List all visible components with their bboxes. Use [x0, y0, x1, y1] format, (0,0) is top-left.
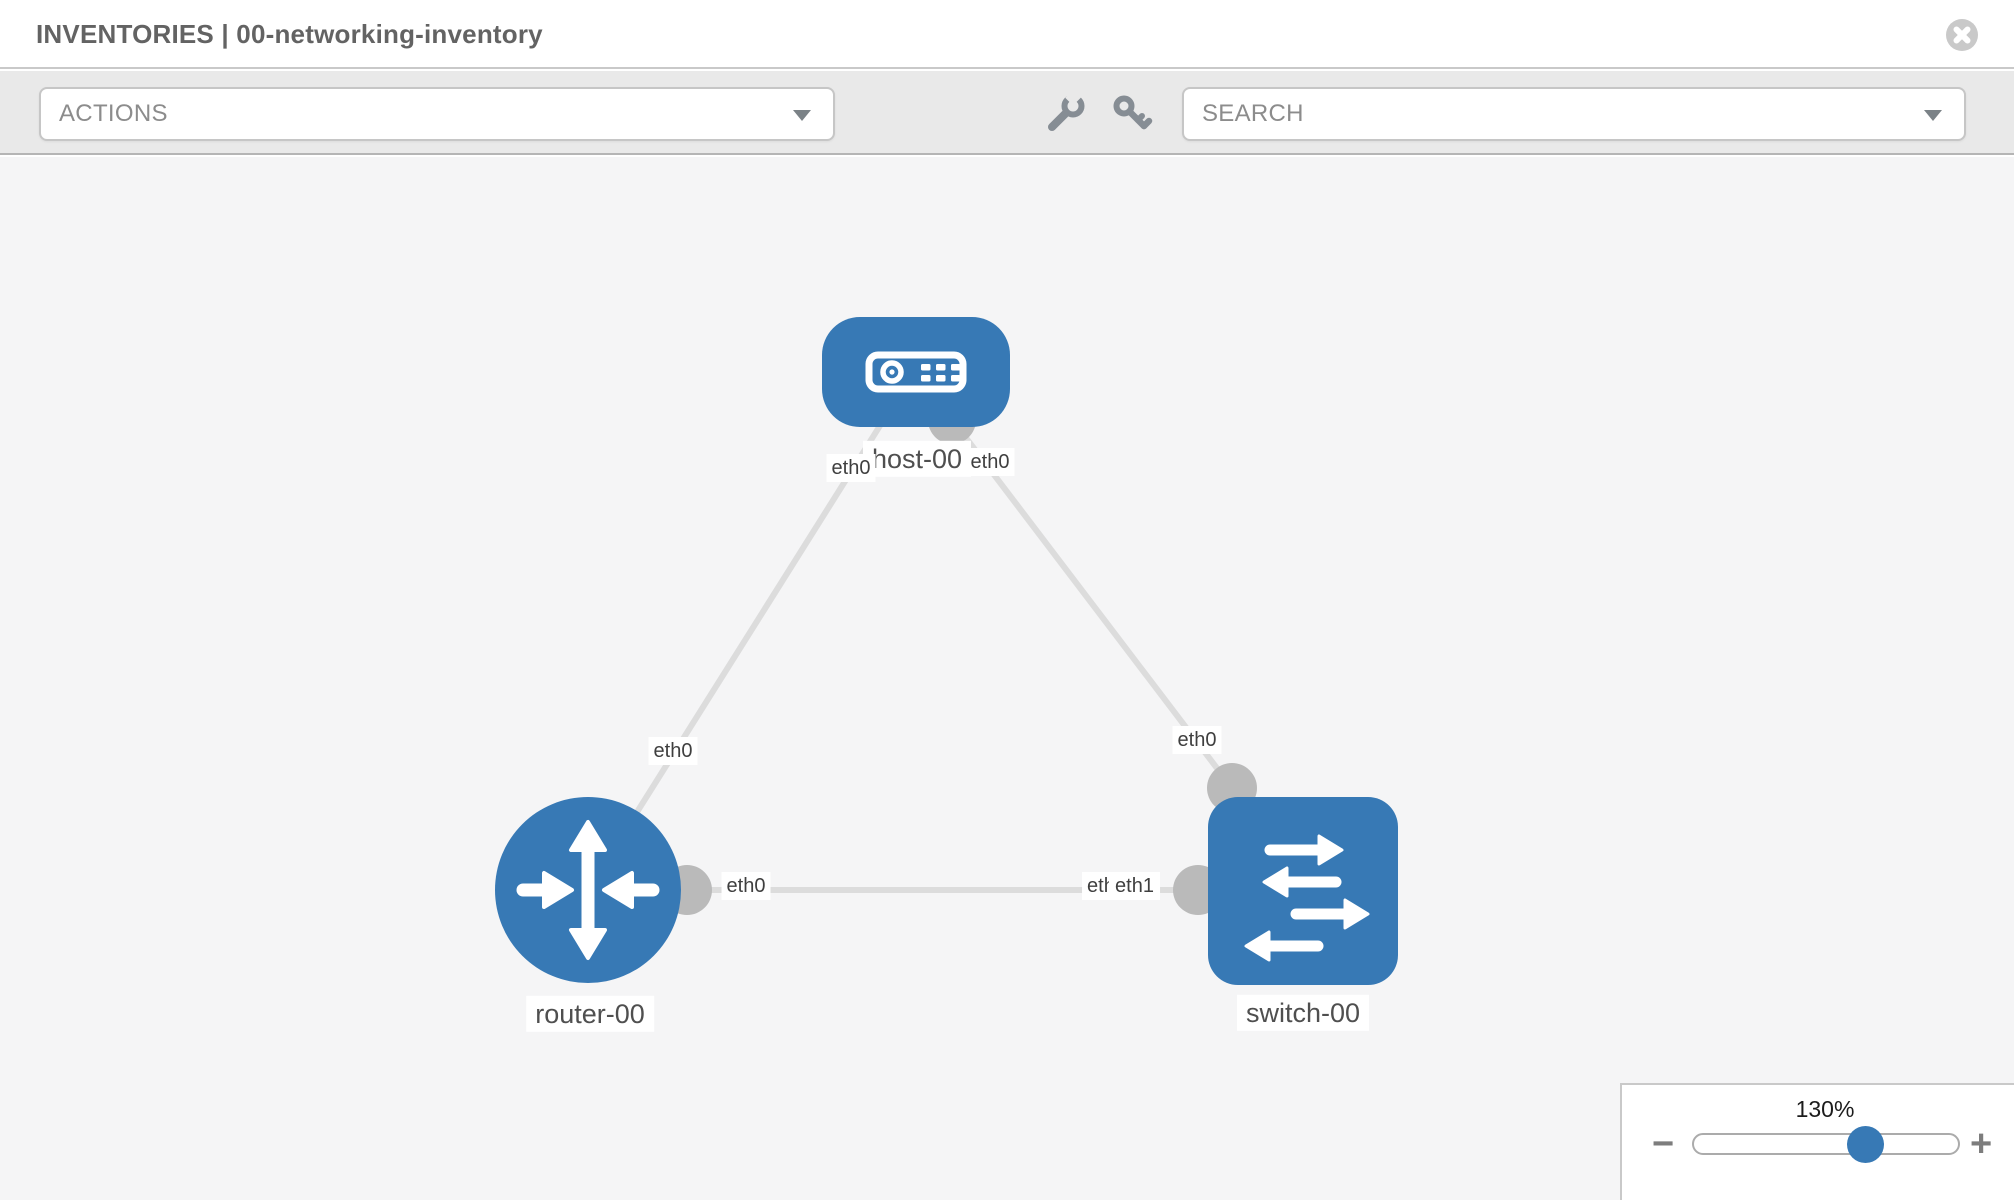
search-dropdown-label: SEARCH	[1202, 100, 1304, 127]
interface-label-switch-eth1-occluded: eth1	[1082, 872, 1110, 900]
chevron-down-icon	[793, 110, 811, 121]
close-button[interactable]	[1946, 19, 1978, 51]
toolbar: ACTIONS SEARC	[0, 71, 2014, 155]
chevron-down-icon	[1924, 110, 1942, 121]
zoom-in-button[interactable]: +	[1970, 1123, 1993, 1165]
close-icon	[1953, 26, 1971, 44]
zoom-slider-track[interactable]	[1692, 1133, 1960, 1155]
node-switch-00[interactable]	[1208, 797, 1398, 985]
node-router-00[interactable]	[495, 797, 681, 983]
search-dropdown[interactable]: SEARCH	[1182, 87, 1966, 141]
node-label-host: host-00	[862, 440, 972, 478]
links-layer	[585, 370, 1290, 915]
host-icon	[865, 351, 967, 393]
header: INVENTORIES | 00-networking-inventory	[0, 0, 2014, 69]
interface-label-router-eth0-uplink: eth0	[648, 737, 698, 765]
zoom-slider-thumb[interactable]	[1847, 1126, 1884, 1163]
node-host-00[interactable]	[822, 317, 1010, 427]
router-icon	[516, 820, 660, 960]
credentials-button[interactable]	[1111, 94, 1155, 134]
switch-icon	[1244, 834, 1370, 962]
interface-label-switch-eth1-group: eth1 eth1	[1082, 872, 1160, 900]
interface-label-host-eth0-left: eth0	[826, 454, 876, 482]
topology-canvas[interactable]: host-00 router-00 switch-00 eth0 eth0 et…	[0, 157, 2014, 1200]
page-title: INVENTORIES | 00-networking-inventory	[36, 19, 543, 49]
zoom-level-value: 130%	[1795, 1096, 1855, 1122]
interface-label-router-eth0: eth0	[721, 872, 771, 900]
wrench-icon	[1048, 89, 1085, 131]
node-label-switch: switch-00	[1236, 994, 1370, 1032]
zoom-out-button[interactable]: −	[1652, 1123, 1675, 1165]
zoom-panel: 130% − +	[1620, 1083, 2014, 1200]
link-router-host[interactable]	[585, 403, 896, 892]
actions-dropdown[interactable]: ACTIONS	[39, 87, 835, 141]
configure-button[interactable]	[1044, 89, 1088, 134]
node-label-router: router-00	[526, 995, 654, 1033]
interface-label-switch-eth1: eth1	[1109, 872, 1160, 900]
interface-label-switch-eth0: eth0	[1172, 726, 1222, 754]
key-icon	[1113, 95, 1153, 130]
actions-dropdown-label: ACTIONS	[59, 100, 168, 127]
interface-label-host-eth0-right: eth0	[965, 448, 1015, 476]
